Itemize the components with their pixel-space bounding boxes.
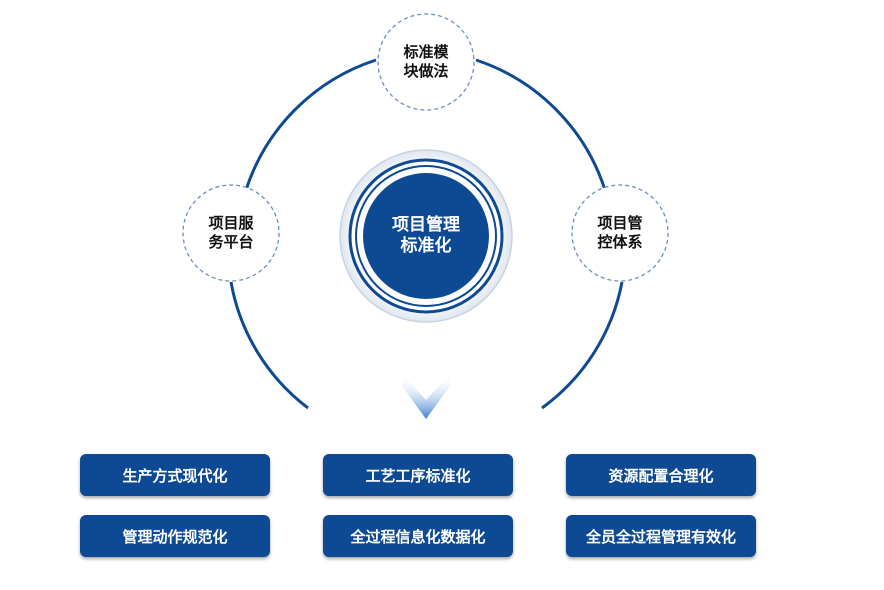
ring-arc-top-right	[475, 58, 607, 191]
outcome-box-production: 生产方式现代化	[80, 454, 270, 496]
outcome-box-effectiveness: 全员全过程管理有效化	[566, 515, 756, 557]
center-core	[363, 173, 489, 299]
ring-arc-bottom-right	[541, 281, 624, 410]
ring-arc-bottom-left	[229, 281, 309, 410]
node-right-label: 项目管 控体系	[597, 214, 643, 251]
node-top-label: 标准模 块做法	[403, 43, 449, 80]
node-left-circle	[182, 184, 280, 282]
node-left-label: 项目服 务平台	[208, 214, 254, 251]
outcome-box-informatization: 全过程信息化数据化	[323, 515, 513, 557]
outcome-box-resources: 资源配置合理化	[566, 454, 756, 496]
center-label: 项目管理 标准化	[392, 214, 460, 256]
node-right-circle	[571, 184, 669, 282]
node-top-circle	[377, 13, 475, 111]
outcome-box-management: 管理动作规范化	[80, 515, 270, 557]
outcome-box-process: 工艺工序标准化	[323, 454, 513, 496]
ring-arc-top-left	[244, 58, 377, 191]
down-arrow-icon	[402, 374, 450, 419]
